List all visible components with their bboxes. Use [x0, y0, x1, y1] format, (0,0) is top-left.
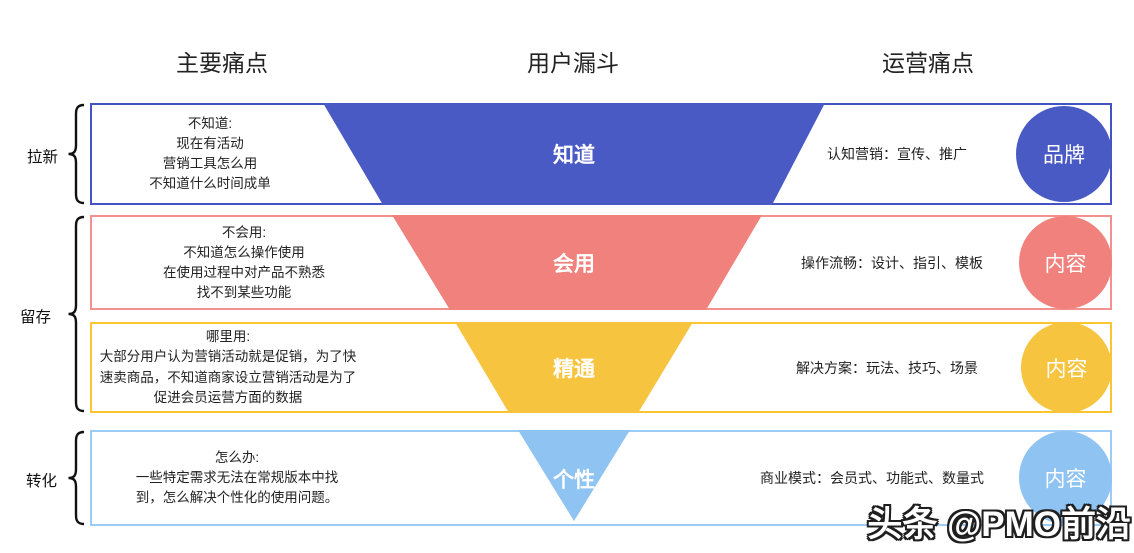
curly-brace-conversion	[68, 430, 85, 526]
channel-circle-content-1: 内容	[1019, 216, 1112, 309]
funnel-segment-can-use	[392, 215, 762, 310]
channel-circle-content-3: 内容	[1019, 431, 1112, 524]
stage-label-conversion: 转化	[26, 473, 58, 490]
column-header-user-funnel: 用户漏斗	[527, 50, 619, 76]
watermark: 头条 @PMO前沿	[867, 505, 1131, 544]
row-personalize: 怎么办: 一些特定需求无法在常规版本中找 到，怎么解决个性化的使用问题。 个性 …	[90, 430, 1112, 526]
ops-text-know: 认知营销：宣传、推广	[827, 146, 967, 162]
channel-circle-content-2: 内容	[1021, 322, 1112, 413]
ops-text-can-use: 操作流畅：设计、指引、模板	[801, 254, 983, 271]
stage-label-acquisition: 拉新	[27, 149, 59, 166]
pain-text-personalize: 怎么办: 一些特定需求无法在常规版本中找 到，怎么解决个性化的使用问题。	[135, 450, 339, 505]
funnel-segment-master	[455, 322, 693, 413]
row-know: 不知道: 现在有活动 营销工具怎么用 不知道什么时间成单 知道 认知营销：宣传、…	[90, 103, 1112, 205]
ops-text-personalize: 商业模式：会员式、功能式、数量式	[760, 470, 984, 486]
funnel-segment-personalize	[518, 430, 630, 521]
column-header-main-pains: 主要痛点	[176, 50, 268, 76]
row-master: 哪里用: 大部分用户认为营销活动就是促销，为了快 速卖商品，不知道商家设立营销活…	[90, 322, 1112, 413]
curly-brace-acquisition	[68, 103, 85, 205]
funnel-label-master: 精通	[553, 357, 595, 381]
funnel-label-know: 知道	[553, 144, 595, 167]
ops-text-master: 解决方案：玩法、技巧、场景	[796, 359, 978, 376]
funnel-segment-know	[323, 103, 825, 205]
channel-circle-brand: 品牌	[1016, 106, 1112, 202]
pain-text-master: 哪里用: 大部分用户认为营销活动就是促销，为了快 速卖商品，不知道商家设立营销活…	[99, 328, 357, 406]
pain-text-know: 不知道: 现在有活动 营销工具怎么用 不知道什么时间成单	[149, 116, 271, 191]
stage-label-retention: 留存	[20, 309, 52, 326]
funnel-label-personalize: 个性	[553, 469, 595, 492]
column-header-ops-pains: 运营痛点	[882, 50, 974, 76]
funnel-label-can-use: 会用	[553, 252, 595, 276]
pain-text-can-use: 不会用: 不知道怎么操作使用 在使用过程中对产品不熟悉 找不到某些功能	[163, 224, 325, 300]
curly-brace-retention	[68, 215, 85, 413]
row-can-use: 不会用: 不知道怎么操作使用 在使用过程中对产品不熟悉 找不到某些功能 会用 操…	[90, 215, 1112, 310]
